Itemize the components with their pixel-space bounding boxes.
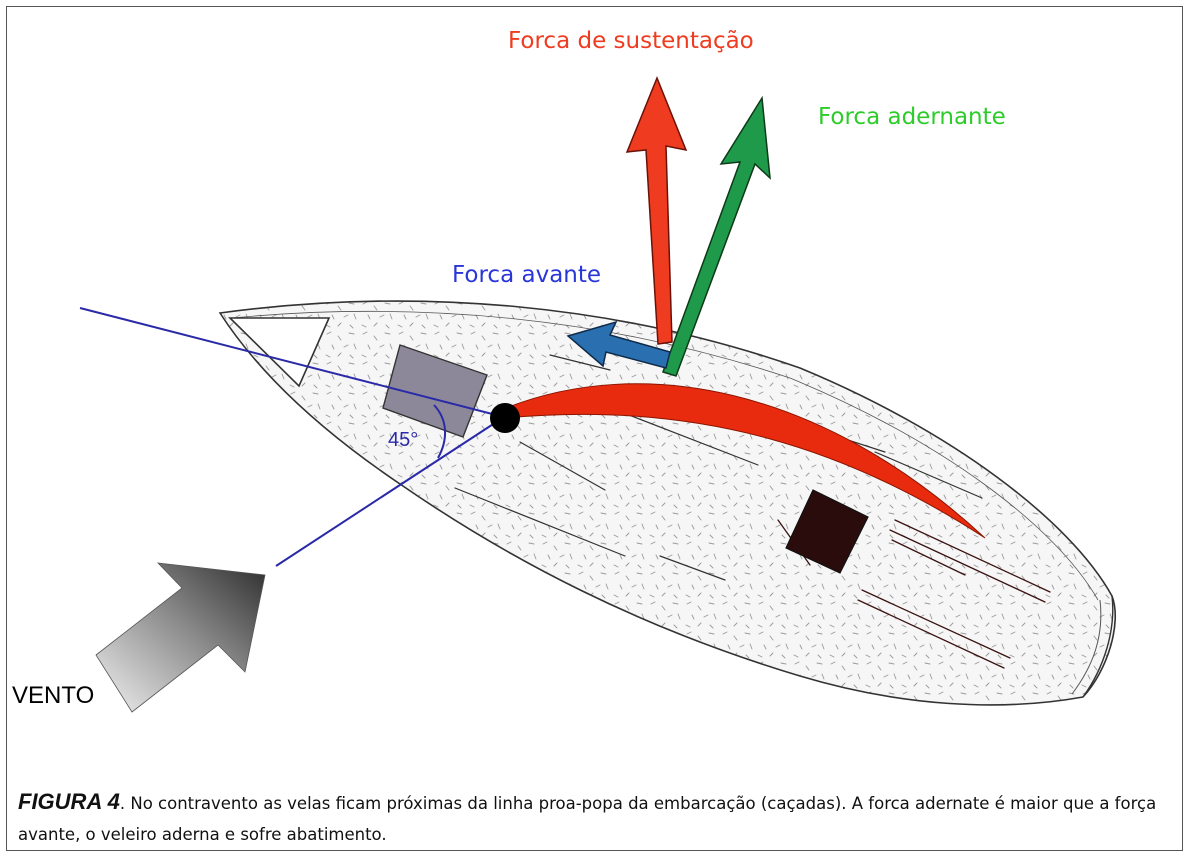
caption-text: . No contravento as velas ficam próximas… — [18, 794, 1157, 844]
forward-hatch — [228, 317, 331, 388]
angle-label: 45° — [388, 429, 418, 451]
wind-arrow — [95, 562, 266, 713]
lift-force-arrow — [625, 75, 688, 345]
boat-transom — [1082, 595, 1114, 698]
lift-force-label: Forca de sustentação — [508, 28, 754, 54]
figure-caption: FIGURA 4. No contravento as velas ficam … — [18, 786, 1178, 850]
heeling-force-label: Forca adernante — [818, 104, 1006, 130]
figure-number: FIGURA 4 — [18, 789, 120, 814]
heeling-force-arrow — [662, 95, 771, 377]
forward-force-arrow — [566, 320, 671, 369]
companionway-hatch — [785, 489, 869, 574]
hull-inner-line — [231, 310, 1099, 601]
wind-lines — [79, 307, 505, 567]
forward-force-label: Forca avante — [452, 262, 602, 288]
mast — [490, 403, 520, 433]
wind-label: VENTO — [12, 682, 95, 709]
mainsail — [505, 383, 986, 539]
